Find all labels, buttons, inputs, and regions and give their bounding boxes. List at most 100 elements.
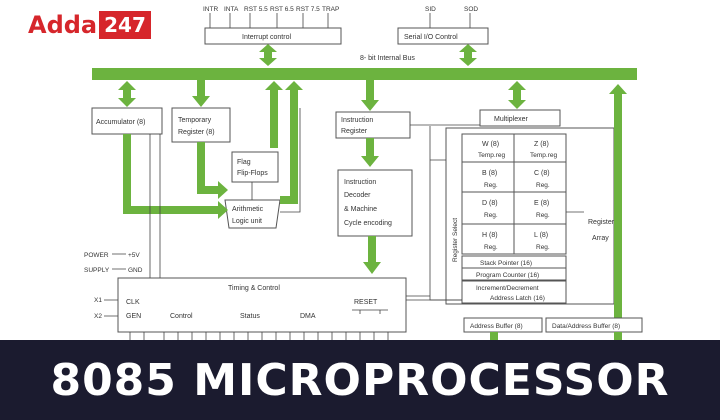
pin-rst75: RST 7.5 — [296, 6, 320, 13]
gnd-label: GND — [128, 267, 143, 274]
register-select-label: Register Select — [452, 218, 459, 262]
instruction-decoder-block — [337, 169, 413, 237]
reg-b-sub: Reg. — [484, 182, 498, 189]
timing-output-pins — [129, 332, 389, 340]
decoder-label-3: & Machine — [344, 206, 377, 213]
temp-reg-label-2: Register (8) — [178, 129, 215, 136]
multiplexer-bus-arrow — [508, 81, 526, 109]
interrupt-control-label: Interrupt control — [242, 34, 291, 41]
banner-title: 8085 MICROPROCESSOR — [50, 354, 670, 406]
data-address-buffer-label: Data/Address Buffer (8) — [552, 323, 620, 330]
accumulator-bus-arrow — [118, 81, 136, 107]
register-array-label-2: Array — [592, 235, 609, 242]
reg-d-name: D (8) — [482, 200, 498, 207]
register-h — [461, 223, 515, 255]
reg-h-sub: Reg. — [484, 244, 498, 251]
internal-bus-label: 8- bit Internal Bus — [360, 55, 415, 62]
reset-label: RESET — [354, 299, 378, 306]
register-grid: W (8) Temp.reg Z (8) Temp.reg B (8) Reg.… — [461, 133, 567, 255]
flag-bus-arrows — [265, 81, 303, 196]
clock-wires — [104, 299, 118, 317]
temp-reg-bus-arrow — [192, 80, 210, 107]
pin-intr: INTR — [203, 6, 218, 13]
flag-label-1: Flag — [237, 159, 251, 166]
logo-name: Adda — [28, 11, 98, 39]
register-array-label-1: Register — [588, 219, 615, 226]
instr-reg-label-2: Register — [341, 128, 368, 135]
logo-number: 247 — [99, 11, 151, 39]
flag-flip-flops-block — [231, 151, 279, 183]
register-d — [461, 191, 515, 225]
pin-wires — [209, 13, 471, 28]
multiplexer-block — [479, 109, 561, 127]
instruction-register-block — [335, 111, 411, 139]
clk-label: CLK — [126, 299, 140, 306]
alu-data-paths — [123, 134, 298, 219]
title-banner: 8085 MICROPROCESSOR — [0, 340, 720, 420]
status-label: Status — [240, 313, 260, 320]
data-bus-stub — [614, 332, 622, 340]
decoder-label-2: Decoder — [344, 192, 371, 199]
flag-label-2: Flip-Flops — [237, 170, 268, 177]
pin-rst55: RST 5.5 — [244, 6, 268, 13]
pin-inta: INTA — [224, 6, 239, 13]
plus5v-label: +5V — [128, 252, 140, 259]
timing-to-register-wires — [406, 295, 462, 301]
interrupt-control-block — [204, 27, 342, 45]
right-bus-path — [609, 84, 627, 328]
serial-io-label: Serial I/O Control — [404, 34, 458, 41]
register-z — [513, 133, 567, 163]
reg-w-name: W (8) — [482, 141, 499, 148]
reg-z-name: Z (8) — [534, 141, 549, 148]
reg-h-name: H (8) — [482, 232, 498, 239]
reg-c-name: C (8) — [534, 170, 550, 177]
program-counter-block — [461, 267, 567, 281]
reg-e-name: E (8) — [534, 200, 549, 207]
pin-sid: SID — [425, 6, 436, 13]
decoder-label-1: Instruction — [344, 179, 376, 186]
address-bus-stub — [490, 332, 498, 340]
accumulator-block — [91, 107, 163, 135]
reg-l-sub: Reg. — [536, 244, 550, 251]
serial-io-block — [397, 27, 489, 45]
data-address-buffer-block — [545, 317, 643, 333]
alu-label-2: Logic unit — [232, 218, 262, 225]
dma-label: DMA — [300, 313, 316, 320]
reg-d-sub: Reg. — [484, 212, 498, 219]
alu-wires — [149, 108, 301, 300]
register-l — [513, 223, 567, 255]
8085-block-diagram: INTR INTA RST 5.5 RST 6.5 RST 7.5 TRAP S… — [84, 6, 643, 340]
register-e — [513, 191, 567, 225]
power-wires — [112, 253, 126, 270]
program-counter-label: Program Counter (16) — [476, 272, 539, 279]
address-latch-label: Address Latch (16) — [490, 295, 545, 302]
decoder-to-timing-arrow — [363, 236, 381, 274]
accumulator-label: Accumulator (8) — [96, 119, 145, 126]
control-label: Control — [170, 313, 193, 320]
pin-trap: TRAP — [322, 6, 339, 13]
x1-label: X1 — [94, 297, 102, 304]
reg-c-sub: Reg. — [536, 182, 550, 189]
power-label: POWER — [84, 252, 109, 259]
instr-reg-bus-arrow — [361, 80, 379, 167]
decoder-label-4: Cycle encoding — [344, 220, 392, 227]
timing-control-block — [117, 277, 407, 333]
pin-labels-top: INTR INTA RST 5.5 RST 6.5 RST 7.5 TRAP S… — [203, 6, 478, 13]
reg-z-sub: Temp.reg — [530, 152, 557, 159]
temporary-register-block — [171, 107, 231, 143]
timing-control-label: Timing & Control — [228, 285, 280, 292]
register-c — [513, 161, 567, 193]
pin-rst65: RST 6.5 — [270, 6, 294, 13]
address-buffer-label: Address Buffer (8) — [470, 323, 523, 330]
alu-block — [224, 199, 281, 229]
inc-dec-latch-block — [461, 280, 567, 304]
reg-l-name: L (8) — [534, 232, 548, 239]
internal-bus — [92, 68, 637, 80]
pin-sod: SOD — [464, 6, 478, 13]
supply-label: SUPPLY — [84, 267, 110, 274]
reg-b-name: B (8) — [482, 170, 497, 177]
reg-w-sub: Temp.reg — [478, 152, 505, 159]
x2-label: X2 — [94, 313, 102, 320]
reset-bracket — [352, 309, 388, 314]
